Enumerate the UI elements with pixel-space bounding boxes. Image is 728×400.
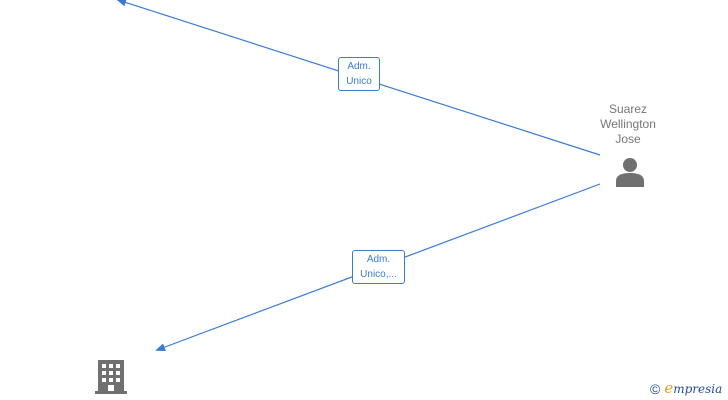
person-name-line: Wellington [600,117,656,131]
edge-label-line: Unico,... [360,269,397,280]
empresia-watermark: ©empresia [650,379,722,397]
brand-name: mpresia [673,382,723,396]
building-icon[interactable] [94,358,128,394]
edge-label-adm-unico[interactable]: Adm. Unico [338,57,380,91]
person-name-line: Jose [615,132,641,146]
copyright-symbol: © [650,381,661,397]
person-icon[interactable] [614,157,646,187]
edge-label-line: Unico [346,76,372,87]
edge-label-line: Adm. [347,61,371,72]
person-name-line: Suarez [608,102,648,116]
edge-label-line: Adm. [366,254,391,265]
brand-initial: e [664,379,674,397]
person-node-name[interactable]: Suarez Wellington Jose [588,102,668,147]
edge-label-adm-unico-more[interactable]: Adm. Unico,... [352,250,405,284]
